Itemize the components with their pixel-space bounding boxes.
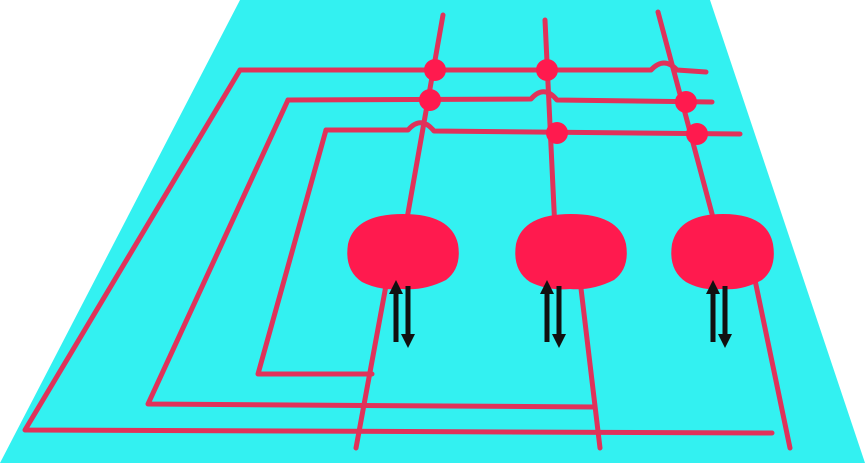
synapse-node	[536, 59, 558, 81]
column-2-lower	[577, 277, 603, 451]
neuron-body-1	[347, 214, 459, 290]
input-row-2	[285, 89, 715, 105]
column-3-upper	[655, 9, 718, 228]
neuron-body-2	[515, 214, 627, 290]
feedback-line-inner	[255, 127, 375, 377]
neuron-body-3	[671, 214, 774, 290]
feedback-line-outer	[22, 67, 775, 436]
input-row-3	[323, 120, 743, 137]
synapse-node	[675, 91, 697, 113]
column-3-lower	[752, 277, 793, 451]
column-1-lower	[353, 277, 390, 451]
synapse-node	[686, 123, 708, 145]
synapse-node	[546, 122, 568, 144]
synapse-node	[424, 59, 446, 81]
input-row-1	[237, 60, 709, 75]
synapse-node	[419, 89, 441, 111]
feedback-line-middle	[145, 97, 598, 410]
column-1-upper	[402, 12, 446, 233]
